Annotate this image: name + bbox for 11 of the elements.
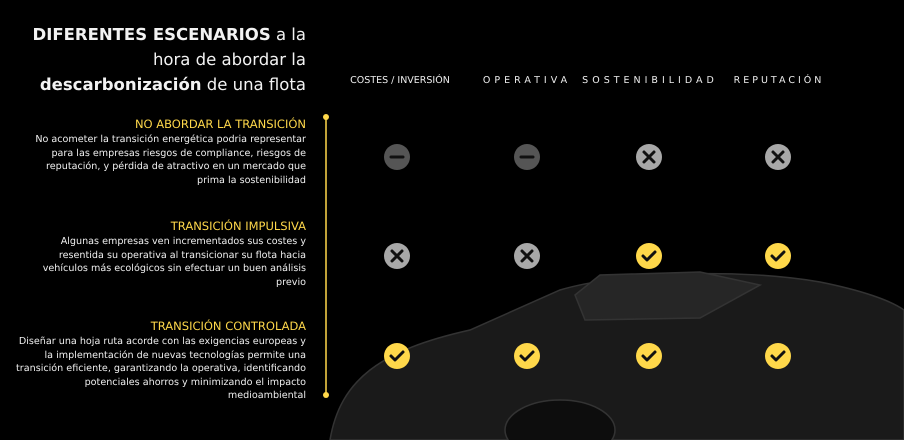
- column-header: SOSTENIBILIDAD: [582, 75, 718, 86]
- scenario-description: No acometer la transición energética podria representar para las empresas riesgos de compliance, riesgos de reputación, y pérdida de atractivo en un mercado que prima la sostenibilidad: [34, 133, 306, 187]
- scenario-heading: TRANSICIÓN IMPULSIVA: [170, 219, 306, 233]
- column-header: REPUTACIÓN: [734, 75, 824, 86]
- title: DIFERENTES ESCENARIOS a la hora de abordar la descarbonización de una flota: [32, 24, 306, 96]
- column-header: OPERATIVA: [482, 75, 572, 86]
- column-header: COSTES / INVERSIÓN: [350, 75, 450, 86]
- scenario-heading: TRANSICIÓN CONTROLADA: [150, 319, 306, 333]
- scenario-description: Algunas empresas ven incrementados sus costes y resentida su operativa al transicionar su flota hacia vehículos más ecológicos sin efectuar un buen análisis previo: [42, 235, 306, 289]
- scenario-description: Diseñar una hoja ruta acorde con las exigencias europeas y la implementación de nuevas tecnologías permite una transición eficiente, garantizando la operativa, identificando potenciales ahorros y minimizando el impacto medioambiental: [16, 335, 306, 402]
- scenario-heading: NO ABORDAR LA TRANSICIÓN: [134, 117, 306, 131]
